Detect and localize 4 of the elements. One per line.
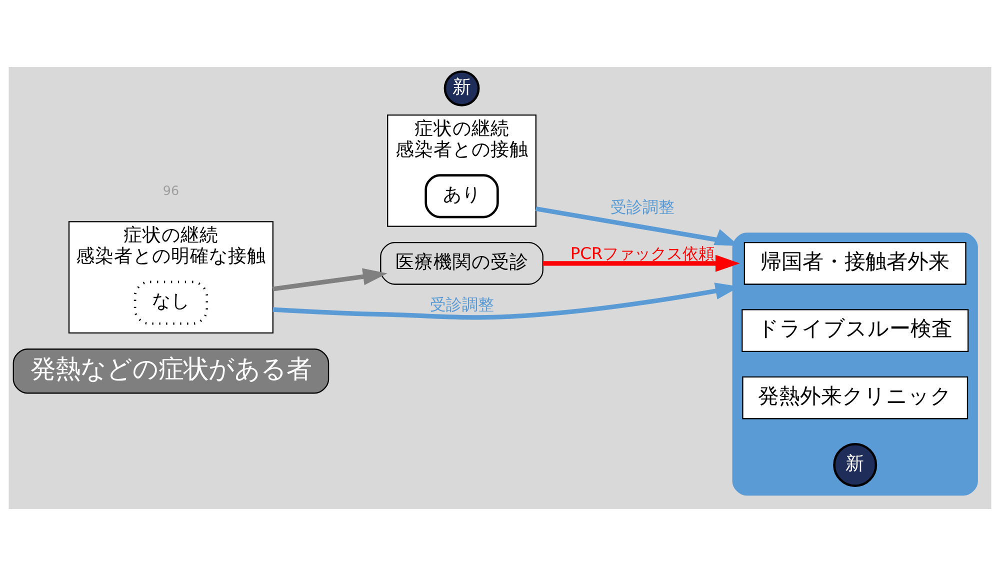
edge-label: 受診調整 <box>430 294 494 314</box>
edge-label: 受診調整 <box>610 198 675 217</box>
edge-label: PCRファックス依頼 <box>570 244 715 263</box>
label: 96 <box>162 184 180 199</box>
